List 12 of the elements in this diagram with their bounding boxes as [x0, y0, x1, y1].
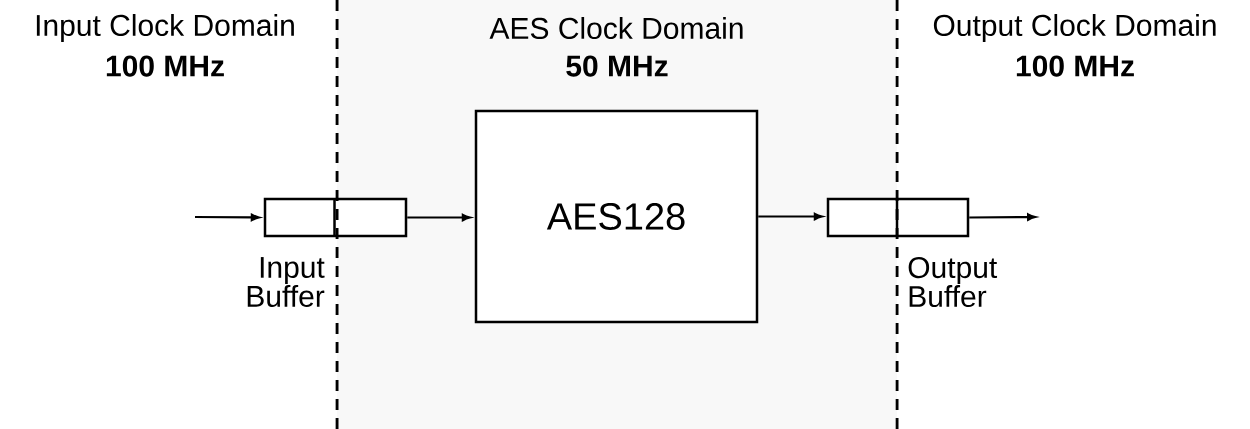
domain-title: AES Clock Domain — [489, 17, 743, 39]
frequency-label: 100 MHz — [1016, 55, 1134, 77]
buffer-box — [826, 197, 970, 238]
buffer-box — [263, 197, 408, 238]
process-box: AES128 — [474, 109, 759, 324]
domain-title: Output Clock Domain — [933, 14, 1216, 42]
domain-title: Input Clock Domain — [36, 14, 294, 42]
frequency-label: 100 MHz — [106, 55, 224, 77]
buffer-label: Input Buffer — [247, 257, 325, 307]
frequency-label: 50 MHz — [566, 55, 668, 77]
arrow — [969, 213, 1037, 221]
buffer-label: Output Buffer — [908, 256, 998, 308]
